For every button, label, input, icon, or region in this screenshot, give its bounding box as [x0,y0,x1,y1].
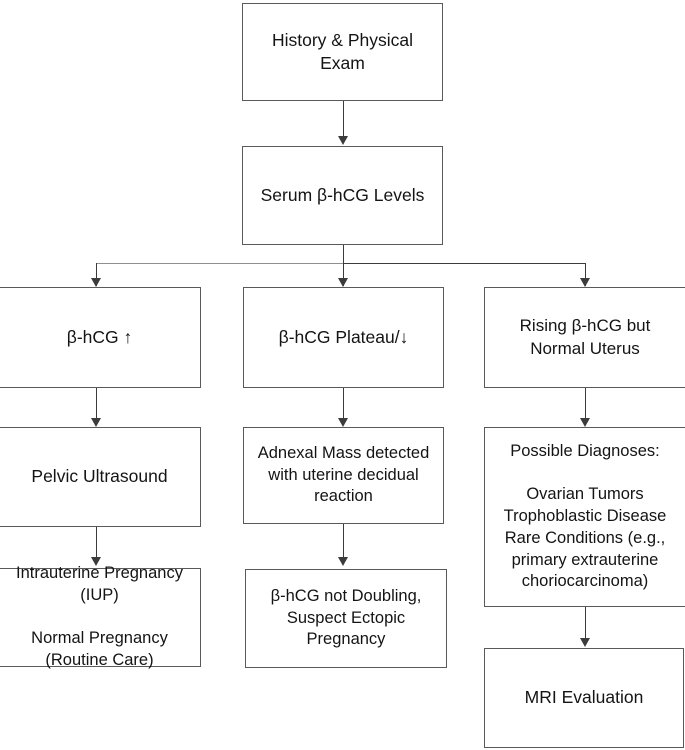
node-suspect-ectopic[interactable]: β-hCG not Doubling, Suspect Ectopic Preg… [245,569,447,668]
arrowhead-rising-to-ultrasound [91,418,101,427]
arrowhead-ultrasound-to-iup [91,557,101,566]
node-suspect-ectopic-label: β-hCG not Doubling, Suspect Ectopic Preg… [270,586,422,649]
node-branch-plateau[interactable]: β-hCG Plateau/↓ [243,287,444,388]
arrowhead-adnexal-to-ectopic [338,557,348,566]
node-branch-normal-uterus-label: Rising β-hCG but Normal Uterus [519,316,651,358]
arrowhead-plateau-to-adnexal [338,418,348,427]
node-iup-outcome-label: Intrauterine Pregnancy (IUP) Normal Preg… [16,564,183,670]
connector-history-to-serum [343,101,344,138]
connector-diagnoses-to-mri [585,607,586,640]
arrowhead-branch-left [91,278,101,287]
arrowhead-branch-center [338,278,348,287]
node-adnexal-mass-label: Adnexal Mass detected with uterine decid… [257,443,430,506]
connector-branch-right-drop [585,263,586,286]
connector-ultrasound-to-iup [96,527,97,559]
node-adnexal-mass[interactable]: Adnexal Mass detected with uterine decid… [243,427,444,524]
node-pelvic-ultrasound[interactable]: Pelvic Ultrasound [0,427,201,527]
node-branch-rising[interactable]: β-hCG ↑ [0,287,201,388]
node-serum-bhcg[interactable]: Serum β-hCG Levels [242,146,443,245]
branch-bus-left [96,263,343,264]
node-mri-evaluation[interactable]: MRI Evaluation [484,648,684,748]
node-branch-plateau-label: β-hCG Plateau/↓ [278,326,409,347]
node-possible-diagnoses[interactable]: Possible Diagnoses: Ovarian Tumors Troph… [484,427,685,607]
connector-serum-stem [343,245,344,286]
connector-plateau-to-adnexal [343,388,344,420]
node-branch-rising-label: β-hCG ↑ [66,326,133,347]
node-mri-evaluation-label: MRI Evaluation [524,687,644,708]
node-branch-normal-uterus[interactable]: Rising β-hCG but Normal Uterus [484,287,685,388]
connector-uterus-to-diagnoses [585,388,586,420]
node-iup-outcome[interactable]: Intrauterine Pregnancy (IUP) Normal Preg… [0,564,201,669]
connector-adnexal-to-ectopic [343,524,344,559]
node-possible-diagnoses-label: Possible Diagnoses: Ovarian Tumors Troph… [503,441,667,591]
arrowhead-history-to-serum [338,136,348,145]
node-history-physical-label: History & Physical Exam [271,29,413,73]
arrowhead-branch-right [580,278,590,287]
arrowhead-diagnoses-to-mri [580,638,590,647]
node-serum-bhcg-label: Serum β-hCG Levels [260,184,425,205]
connector-rising-to-ultrasound [96,388,97,420]
node-history-physical[interactable]: History & Physical Exam [242,3,443,101]
node-pelvic-ultrasound-label: Pelvic Ultrasound [31,466,168,487]
branch-bus-right [343,263,585,264]
connector-branch-left-drop [96,263,97,286]
arrowhead-uterus-to-diagnoses [580,418,590,427]
